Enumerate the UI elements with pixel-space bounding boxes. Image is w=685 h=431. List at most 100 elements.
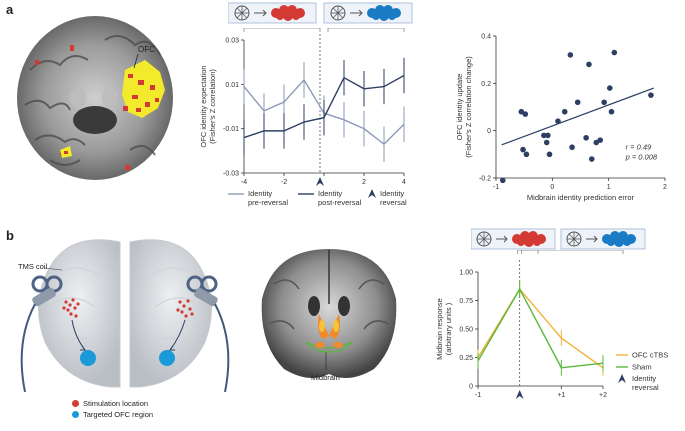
brain-coronal-slice <box>261 249 397 378</box>
data-point <box>583 134 589 141</box>
data-point <box>586 61 592 68</box>
data-point <box>601 99 607 106</box>
blue-dot-icon <box>72 411 79 418</box>
fit-line <box>501 87 654 146</box>
wheel-icon <box>476 231 492 247</box>
wheel-icon <box>566 231 582 247</box>
midbrain-label: Midbrain <box>311 373 340 382</box>
legend-label: Identity <box>632 374 656 383</box>
y-axis-label-group: OFC identity expectation(Fisher's Z corr… <box>199 65 217 147</box>
data-point <box>522 111 529 117</box>
panel-a-letter: a <box>6 2 14 17</box>
data-point <box>523 151 530 158</box>
panel-b-letter: b <box>6 228 14 243</box>
y-axis-label-group: OFC identity update(Fisher's Z correlati… <box>455 56 473 158</box>
targeted-ofc-right <box>159 350 175 366</box>
data-point <box>569 144 575 151</box>
data-point <box>555 118 561 124</box>
legend-label: Sham <box>632 363 652 372</box>
data-point <box>541 132 547 139</box>
y-axis-label: Midbrain response <box>435 298 444 360</box>
stimulation-legend: Stimulation location Targeted OFC region <box>72 398 153 420</box>
red-dot-icon <box>72 400 79 407</box>
blue-cloud-icon <box>602 231 636 247</box>
banner-bracket-right <box>327 28 405 32</box>
data-point <box>543 139 550 146</box>
brain-axial-slice: OFC <box>17 16 173 180</box>
legend-label: OFC cTBS <box>632 351 668 360</box>
tms-coil-right <box>186 275 218 293</box>
x-axis-label: Midbrain identity prediction error <box>527 193 635 202</box>
y-axis-label: (arbitrary units ) <box>444 302 453 355</box>
data-point <box>648 92 654 98</box>
red-cloud-icon <box>271 5 305 21</box>
tms-coil-label: TMS coil <box>18 262 48 271</box>
x-tick-label: 2 <box>663 184 667 191</box>
x-tick-label: +2 <box>599 392 607 399</box>
y-tick-label: 0.01 <box>225 82 239 89</box>
legend-item-stimulation: Stimulation location <box>72 398 153 409</box>
x-tick-label: -1 <box>493 184 499 191</box>
reversal-marker <box>515 390 524 399</box>
legend-label: Identity <box>318 189 342 198</box>
legend-item-targeted: Targeted OFC region <box>72 409 153 420</box>
y-tick-label: -0.03 <box>223 171 239 178</box>
legend-label: post-reversal <box>318 198 362 207</box>
icon-banner-b <box>470 228 647 250</box>
y-tick-label: 0.50 <box>459 327 473 334</box>
x-tick-label: +1 <box>557 392 565 399</box>
legend-label: reversal <box>632 383 659 392</box>
banner-bracket-left <box>243 28 321 32</box>
data-point <box>545 132 551 139</box>
wheel-icon <box>330 5 346 21</box>
r-annotation: r = 0.49 <box>626 143 652 152</box>
y-tick-label: -0.2 <box>479 176 491 183</box>
legend-label: reversal <box>380 198 407 207</box>
data-point <box>611 49 618 56</box>
red-cloud-icon <box>512 231 546 247</box>
banner-bracket-left <box>517 250 539 254</box>
data-point <box>588 156 595 162</box>
y-axis-label-group: Midbrain response(arbitrary units ) <box>435 298 453 360</box>
x-tick-label: -4 <box>241 179 247 186</box>
y-tick-label: 0.75 <box>459 298 473 305</box>
data-point <box>574 99 581 106</box>
blue-cloud-icon <box>367 5 401 21</box>
x-tick-label: -2 <box>281 179 287 186</box>
data-point <box>520 146 526 153</box>
data-point <box>567 52 574 58</box>
series-line <box>477 287 604 369</box>
y-axis-label: (Fisher's Z correlation) <box>208 69 217 144</box>
y-axis-label: OFC identity update <box>455 74 464 141</box>
legend-label: Identity <box>248 189 272 198</box>
y-axis-label: (Fisher's Z correlation change) <box>464 56 473 158</box>
y-tick-label: 0.2 <box>481 81 491 88</box>
y-tick-label: 0.25 <box>459 355 473 362</box>
legend-label: Identity <box>380 189 404 198</box>
x-tick-label: 1 <box>607 184 611 191</box>
y-axis-label: OFC identity expectation <box>199 65 208 147</box>
y-tick-label: -0.01 <box>223 126 239 133</box>
data-point <box>608 108 615 115</box>
data-point <box>499 177 506 184</box>
legend-label: Stimulation location <box>83 399 149 408</box>
icon-banner-a <box>227 2 414 24</box>
reversal-marker <box>316 177 324 186</box>
banner-bracket-right <box>521 250 624 254</box>
y-tick-label: 0.03 <box>225 38 239 45</box>
ofc-label: OFC <box>138 45 155 54</box>
x-tick-label: 2 <box>362 179 366 186</box>
legend-reversal-icon <box>618 374 626 383</box>
legend-label: pre-reversal <box>248 198 288 207</box>
p-annotation: p = 0.008 <box>625 153 658 162</box>
tms-coil-pointer <box>44 267 63 271</box>
y-tick-label: 0 <box>469 384 473 391</box>
y-tick-label: 0.4 <box>481 34 491 41</box>
y-tick-label: 0 <box>487 128 491 135</box>
data-point <box>606 85 613 91</box>
data-point <box>561 108 568 115</box>
legend-reversal-icon <box>368 189 376 198</box>
legend-label: Targeted OFC region <box>83 410 154 419</box>
